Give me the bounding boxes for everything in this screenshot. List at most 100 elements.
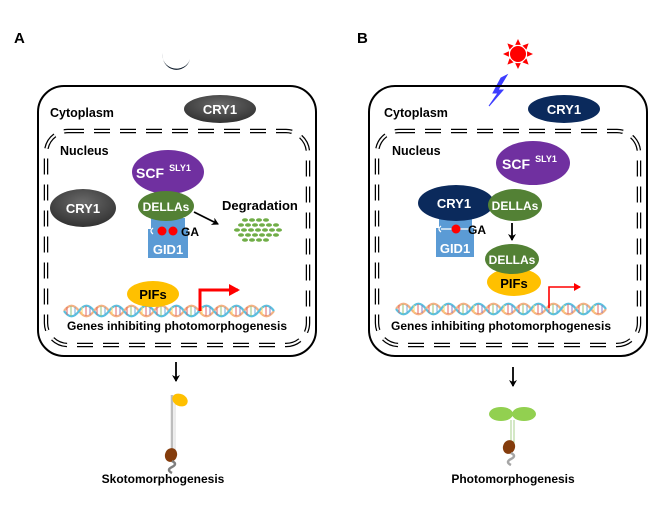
outcome-label: Skotomorphogenesis (102, 472, 225, 486)
cry1-cytoplasm: CRY1 (184, 95, 256, 123)
fragment (238, 233, 244, 237)
fragment (249, 238, 255, 242)
fragment (238, 223, 244, 227)
dna-segment (152, 304, 186, 318)
ga-molecules (157, 226, 178, 236)
outcome-label: Photomorphogenesis (451, 472, 575, 486)
fragment (245, 223, 251, 227)
transcription-reduced-arrow (548, 283, 581, 308)
scf-sly1-complex: SCF SLY1 (496, 141, 570, 185)
fragment (256, 238, 262, 242)
fragment (234, 228, 240, 232)
blue-light-icon (488, 73, 509, 107)
svg-text:CRY1: CRY1 (547, 102, 581, 117)
fragment (248, 228, 254, 232)
sun-ray (507, 43, 514, 50)
fragment (249, 218, 255, 222)
fragment (266, 223, 272, 227)
panel-letter: B (357, 30, 368, 47)
moon-icon (162, 53, 190, 70)
fragment (255, 228, 261, 232)
sun-ray (515, 63, 521, 69)
dellas-protein: DELLAs (488, 189, 542, 221)
panel-b: B Cytoplasm Nucleus CRY1 SCF SLY1 (357, 30, 648, 486)
fragment (256, 218, 262, 222)
svg-text:PIFs: PIFs (139, 287, 166, 302)
svg-text:DELLAs: DELLAs (492, 199, 539, 213)
dna-segment (122, 304, 156, 318)
degradation-label: Degradation (222, 198, 298, 213)
svg-text:DELLAs: DELLAs (489, 253, 536, 267)
dna-segment (242, 304, 276, 318)
svg-text:CRY1: CRY1 (203, 102, 237, 117)
genes-label: Genes inhibiting photomorphogenesis (67, 319, 287, 333)
dna-segment (484, 302, 518, 316)
degradation-arrow (193, 211, 219, 225)
panel-letter: A (14, 30, 25, 47)
fragment (252, 223, 258, 227)
dna-segment (574, 302, 608, 316)
transcription-active-arrow (198, 284, 240, 311)
fragment (262, 228, 268, 232)
sun-ray (527, 51, 533, 57)
sun-ray (507, 58, 514, 65)
pifs-protein: PIFs (127, 281, 179, 307)
fragment (266, 233, 272, 237)
cry1-nucleus: CRY1 (418, 185, 494, 221)
ga-molecule (451, 224, 461, 234)
fragment (269, 228, 275, 232)
sun-ray (503, 51, 509, 57)
fragment (245, 233, 251, 237)
cell-membrane (37, 85, 317, 357)
fragment (273, 233, 279, 237)
nuclear-envelope (43, 128, 311, 348)
svg-text:SLY1: SLY1 (535, 154, 557, 164)
fragment (263, 218, 269, 222)
ga-label: GA (181, 225, 199, 239)
cry1-cytoplasm: CRY1 (528, 95, 600, 123)
cytoplasm-label: Cytoplasm (384, 106, 448, 120)
degraded-fragments (234, 218, 282, 242)
svg-text:CRY1: CRY1 (66, 201, 100, 216)
dna-segment (544, 302, 578, 316)
sun-ray (522, 43, 529, 50)
gid1-receptor: GID1 (148, 218, 188, 258)
svg-text:GID1: GID1 (153, 242, 183, 257)
cell-membrane (368, 85, 648, 357)
etiolated-seedling-icon (164, 393, 188, 475)
dna-segment (394, 302, 428, 316)
pifs-protein: PIFs (487, 268, 541, 296)
fragment (242, 238, 248, 242)
fragment (242, 218, 248, 222)
fragment (263, 238, 269, 242)
svg-text:PIFs: PIFs (500, 276, 527, 291)
fragment (259, 233, 265, 237)
dna-helix (394, 302, 608, 316)
panel-a: A Cytoplasm Nucleus CRY1 CRY1 SCF SLY1 (14, 30, 317, 486)
nucleus-label: Nucleus (392, 144, 441, 158)
dna-segment (424, 302, 458, 316)
dna-segment (92, 304, 126, 318)
dna-segment (62, 304, 96, 318)
svg-text:GID1: GID1 (440, 241, 470, 256)
nucleus-label: Nucleus (60, 144, 109, 158)
fragment (252, 233, 258, 237)
fragment (259, 223, 265, 227)
svg-text:DELLAs: DELLAs (143, 200, 190, 214)
svg-text:SCF: SCF (502, 156, 530, 172)
svg-text:SLY1: SLY1 (169, 163, 191, 173)
sun-ray (515, 39, 521, 45)
scf-sly1-complex: SCF SLY1 (132, 150, 204, 194)
cry1-nucleus: CRY1 (50, 189, 116, 227)
deetiolated-seedling-icon (489, 407, 536, 467)
nuclear-envelope (374, 128, 642, 348)
svg-text:CRY1: CRY1 (437, 196, 471, 211)
fragment (241, 228, 247, 232)
svg-text:SCF: SCF (136, 165, 164, 181)
ga-label: GA (468, 223, 486, 237)
dna-segment (454, 302, 488, 316)
dna-segment (212, 304, 246, 318)
dellas-protein: DELLAs (138, 191, 194, 221)
cytoplasm-label: Cytoplasm (50, 106, 114, 120)
